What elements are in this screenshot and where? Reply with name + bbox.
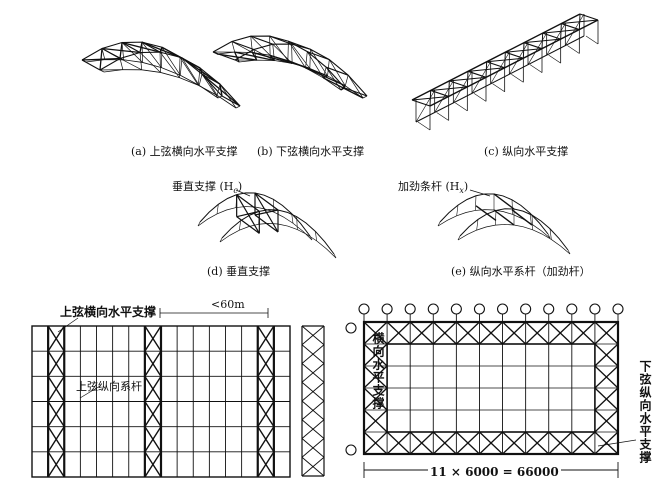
roof-plan-bottom-chord — [345, 303, 637, 478]
caption-a: (a) 上弦横向水平支撑 — [131, 145, 238, 158]
label-bottom-longitudinal: 下弦纵向水平支撑 — [638, 360, 652, 464]
label-dimension: 11 × 6000 = 66000 — [428, 465, 561, 479]
label-transverse-horizontal: 横向水平支撑 — [371, 332, 385, 410]
figure-b-bottom-chord-transverse-brace — [212, 35, 368, 99]
roof-plan-top-chord — [31, 308, 291, 478]
caption-b: (b) 下弦横向水平支撑 — [257, 145, 365, 158]
label-top-chord-longitudinal: 上弦纵向系杆 — [76, 380, 142, 393]
caption-d: (d) 垂直支撑 — [207, 265, 271, 278]
label-stiffener: 加劲条杆 (Hx) — [398, 180, 469, 196]
figure-a-top-chord-transverse-brace — [81, 41, 241, 109]
caption-c: (c) 纵向水平支撑 — [484, 145, 569, 158]
label-span-note: <60m — [211, 298, 245, 311]
figure-d-vertical-brace — [197, 189, 337, 259]
figure-e-longitudinal-tie — [437, 189, 571, 255]
caption-e: (e) 纵向水平系杆（加劲杆） — [451, 265, 591, 278]
label-top-chord-transverse: 上弦横向水平支撑 — [60, 305, 157, 319]
side-elevation-vertical-brace — [301, 325, 325, 477]
figure-c-longitudinal-brace — [411, 13, 599, 131]
label-vertical-brace: 垂直支撑 (Hc) — [172, 180, 243, 196]
